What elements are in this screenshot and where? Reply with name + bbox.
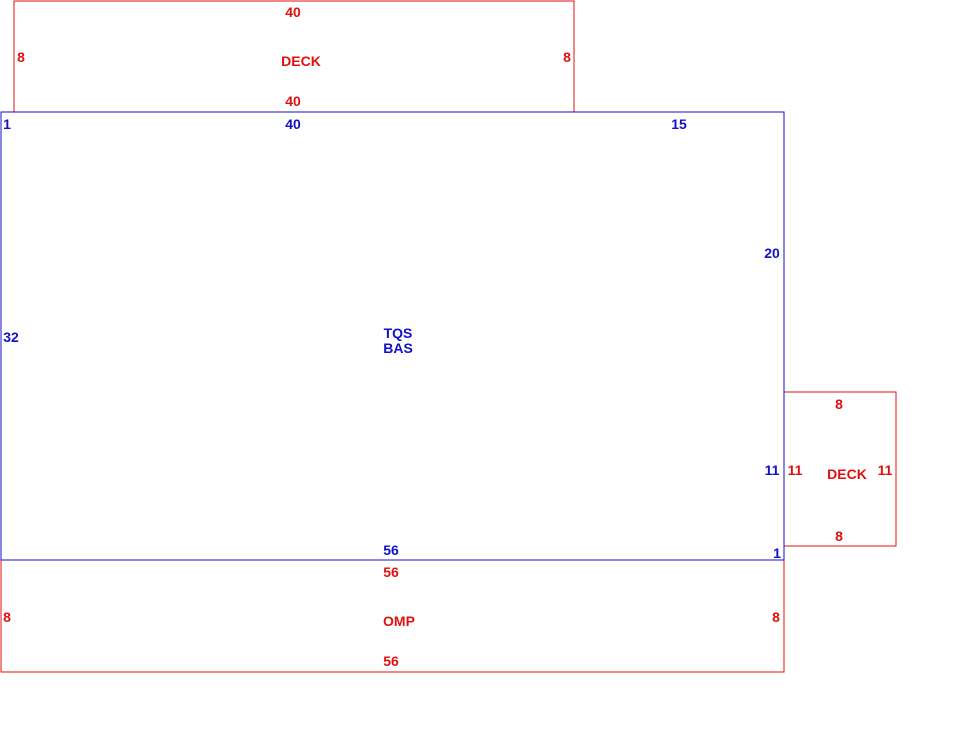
main-corner-start: 1 (3, 116, 11, 132)
main-dim-left: 32 (3, 329, 19, 345)
omp-dim-left: 8 (3, 609, 11, 625)
main-area-label-line2: BAS (383, 340, 413, 356)
deck-right-dim-top: 8 (835, 396, 843, 412)
deck-top-dim-top: 40 (285, 4, 301, 20)
deck-right: 8 11 DECK 11 8 (783, 391, 897, 547)
main-dim-right-lower: 11 (765, 462, 780, 478)
main-area-outline (0, 111, 785, 561)
deck-right-dim-bottom: 8 (835, 528, 843, 544)
omp-dim-right: 8 (772, 609, 780, 625)
main-dim-bottom: 56 (383, 542, 399, 558)
main-area-label-line1: TQS (384, 325, 413, 341)
deck-top-dim-right: 8 (563, 49, 571, 65)
main-dim-top: 40 (285, 116, 301, 132)
deck-top-label: DECK (281, 53, 321, 69)
deck-top-dim-left: 8 (17, 49, 25, 65)
deck-right-dim-left: 11 (788, 462, 803, 478)
omp-dim-top: 56 (383, 564, 399, 580)
omp-bottom: 56 8 8 OMP 56 (0, 559, 785, 673)
main-dim-right-upper: 20 (764, 245, 780, 261)
omp-label: OMP (383, 613, 415, 629)
main-area: 1 40 15 20 32 TQS BAS 11 56 1 (0, 111, 785, 561)
deck-top-dim-bottom: 40 (285, 93, 301, 109)
deck-right-dim-right: 11 (878, 462, 893, 478)
omp-dim-bottom: 56 (383, 653, 399, 669)
deck-right-label: DECK (827, 466, 867, 482)
main-corner-end: 1 (773, 545, 781, 561)
main-dim-jog: 15 (671, 116, 687, 132)
deck-top: 40 8 8 DECK 40 (13, 0, 575, 113)
